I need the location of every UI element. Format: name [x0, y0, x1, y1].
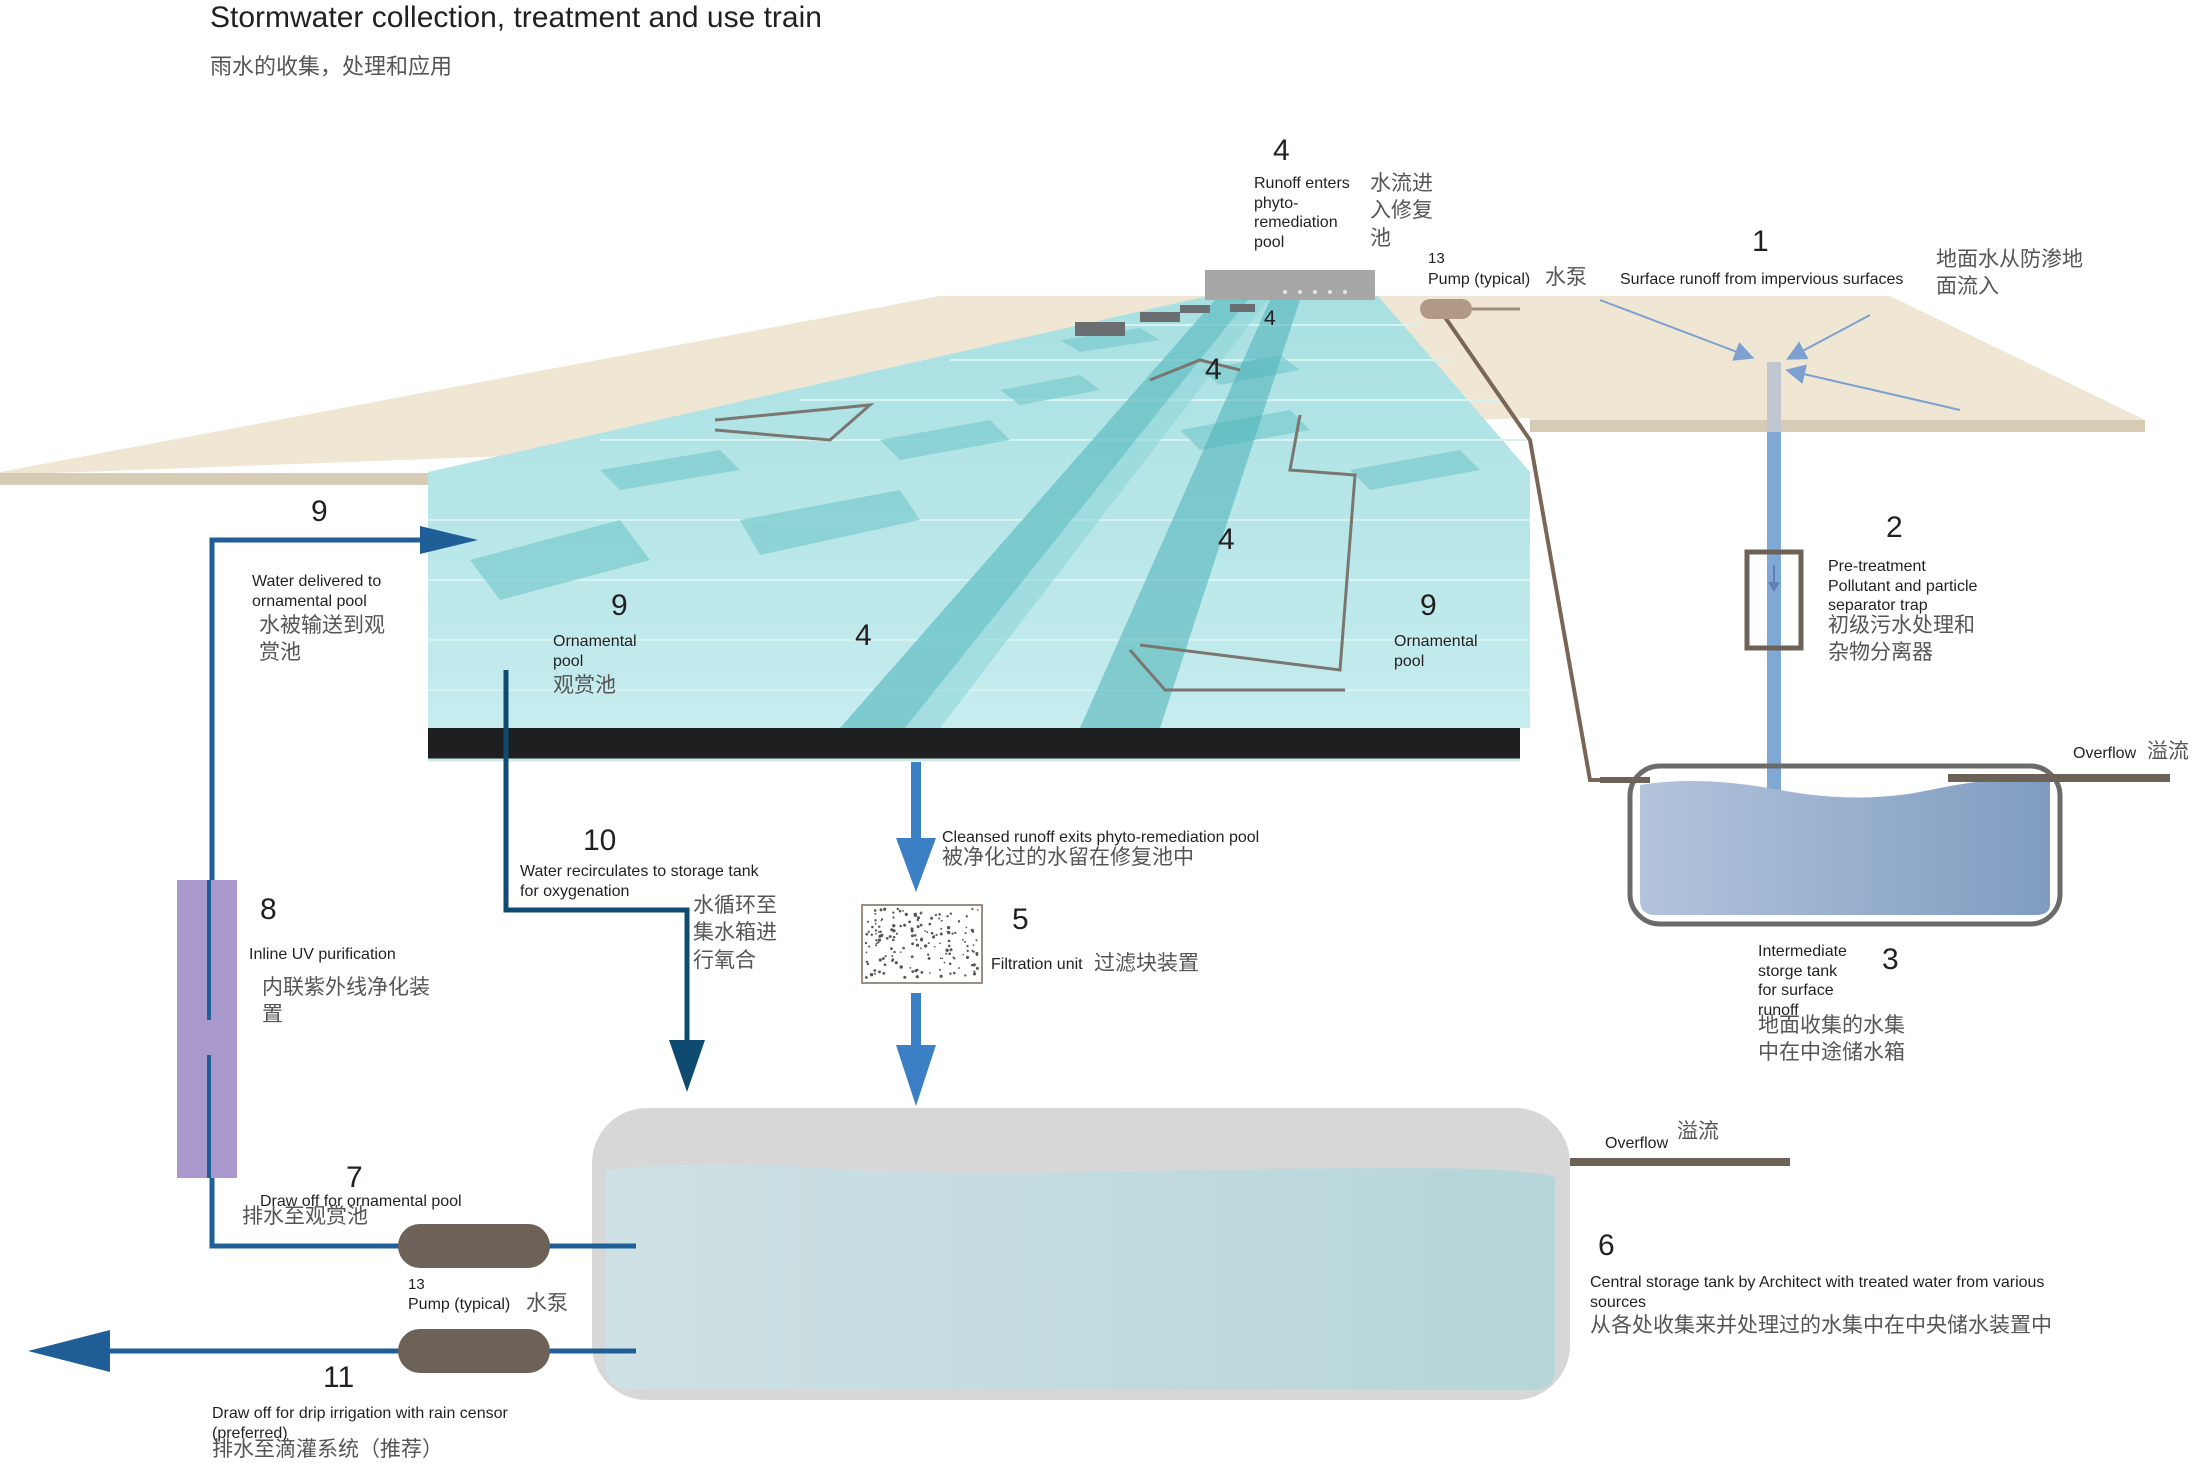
- overflow-top-zh: 溢流: [2147, 739, 2189, 763]
- label-10-number: 10: [583, 824, 617, 857]
- label-3-zh: 地面收集的水集 中在中途储水箱: [1758, 1013, 1905, 1065]
- label-2-number: 2: [1886, 511, 1903, 544]
- inlet-structure: [1205, 270, 1375, 300]
- label-6-number: 6: [1598, 1229, 1615, 1262]
- label-1-text: Surface runoff from impervious surfaces: [1620, 271, 1904, 288]
- label-9-left-zh: 水被输送到观 赏池: [259, 613, 385, 665]
- label-9-left-number: 9: [311, 495, 328, 528]
- label-4-c: 4: [1218, 523, 1235, 556]
- downpipe: [1767, 362, 1781, 432]
- label-11-zh: 排水至滴灌系统（推荐）: [212, 1437, 443, 1461]
- label-10-zh: 水循环至 集水箱进 行氧合: [693, 893, 777, 972]
- label-13-top-text: Pump (typical): [1428, 271, 1531, 288]
- label-5-text: Filtration unit: [991, 956, 1083, 973]
- label-3-text: Intermediate storge tank for surface run…: [1758, 943, 1847, 1019]
- page-subtitle: 雨水的收集，处理和应用: [210, 55, 453, 80]
- label-8-number: 8: [260, 893, 277, 926]
- label-9-mid-number: 9: [611, 589, 628, 622]
- surface-runoff-arrows: [1599, 299, 1961, 411]
- label-4-top-number: 4: [1273, 134, 1290, 167]
- label-11-text: Draw off for drip irrigation with rain c…: [212, 1405, 508, 1442]
- label-6-text: Central storage tank by Architect with t…: [1590, 1274, 2045, 1311]
- central-storage-tank: [592, 1108, 1570, 1400]
- label-7-text: Draw off for ornamental pool: [260, 1193, 462, 1210]
- phyto-remediation-pool: [428, 296, 1530, 728]
- filter-outlet-pipe: [911, 993, 921, 1048]
- label-5-zh: 过滤块装置: [1094, 951, 1199, 975]
- cleansed-runoff-zh: 被净化过的水留在修复池中: [942, 845, 1194, 869]
- label-13-bottom-zh: 水泵: [526, 1291, 568, 1315]
- overflow-bottom-zh: 溢流: [1677, 1119, 1719, 1143]
- label-7-number: 7: [346, 1161, 363, 1194]
- label-8-text: Inline UV purification: [249, 946, 396, 963]
- label-1-number: 1: [1752, 225, 1769, 258]
- pre-treatment-trap: [1744, 549, 1804, 651]
- label-7-zh: 排水至观赏池: [242, 1204, 368, 1228]
- label-4-top-zh: 水流进 入修复 池: [1370, 171, 1433, 250]
- page-title: Stormwater collection, treatment and use…: [210, 1, 822, 34]
- label-11-number: 11: [323, 1361, 355, 1394]
- filtration-media-dots: [864, 907, 979, 979]
- ground-edge-left: [0, 473, 428, 485]
- pump-top: [1420, 299, 1472, 319]
- ground-plane-right: [1440, 296, 2145, 420]
- recirculation-pipe: [503, 670, 690, 1045]
- cleansed-runoff-arrow: [896, 838, 936, 892]
- cleansed-runoff-text: Cleansed runoff exits phyto-remediation …: [942, 829, 1260, 846]
- irrigation-arrow: [28, 1330, 110, 1372]
- label-9-right-text: Ornamental pool: [1394, 633, 1478, 670]
- filter-outlet-arrow: [896, 1045, 936, 1106]
- label-10-text: Water recirculates to storage tank for o…: [520, 863, 759, 900]
- intermediate-storage-tank: [1627, 763, 2063, 927]
- label-2-text: Pre-treatment Pollutant and particle sep…: [1828, 558, 1978, 615]
- label-9-mid-text: Ornamental pool: [553, 633, 637, 670]
- label-4-a: 4: [1264, 307, 1276, 330]
- overflow-bottom-text: Overflow: [1605, 1135, 1669, 1152]
- label-6-zh: 从各处收集来并处理过的水集中在中央储水装置中: [1590, 1313, 2052, 1337]
- ground-edge-right: [1530, 420, 2145, 432]
- label-4-b: 4: [1205, 353, 1222, 386]
- pool-base-slab: [428, 728, 1520, 760]
- cleansed-runoff-pipe: [911, 762, 921, 840]
- overflow-top-text: Overflow: [2073, 745, 2137, 762]
- label-9-right-number: 9: [1420, 589, 1437, 622]
- recirculation-arrow: [669, 1040, 705, 1092]
- label-13-bottom-number: 13: [408, 1276, 425, 1293]
- label-9-mid-zh: 观赏池: [553, 673, 616, 697]
- label-9-left-text: Water delivered to ornamental pool: [252, 573, 382, 610]
- label-4-d: 4: [855, 619, 872, 652]
- label-13-top-zh: 水泵: [1545, 265, 1587, 289]
- label-13-top-number: 13: [1428, 250, 1445, 267]
- delivery-arrow: [420, 526, 478, 554]
- label-5-number: 5: [1012, 903, 1029, 936]
- filtration-unit: [861, 904, 983, 984]
- label-4-top-text: Runoff enters phyto- remediation pool: [1254, 175, 1350, 251]
- pump-irrigation: [398, 1329, 550, 1373]
- pump-ornamental: [398, 1224, 550, 1268]
- label-13-bottom-text: Pump (typical): [408, 1296, 511, 1313]
- label-1-zh: 地面水从防渗地 面流入: [1936, 247, 2083, 299]
- label-2-zh: 初级污水处理和 杂物分离器: [1828, 613, 1975, 665]
- label-3-number: 3: [1882, 943, 1899, 976]
- label-8-zh: 内联紫外线净化装 置: [262, 975, 430, 1027]
